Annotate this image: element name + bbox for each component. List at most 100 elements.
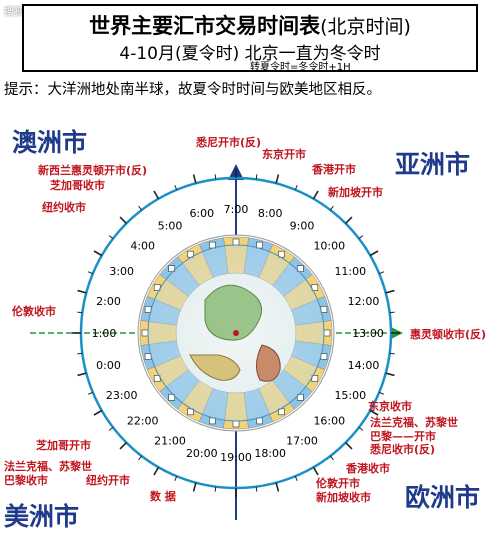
label-europe-open-1: 法兰克福、苏黎世 <box>370 416 458 429</box>
ring-tick <box>369 409 379 416</box>
ring-tick <box>345 216 353 224</box>
hour-label: 18:00 <box>254 447 286 460</box>
tip-text: 提示：大洋洲地处南半球，故夏令时时间与欧美地区相反。 <box>4 82 381 98</box>
outer-ring-ticks <box>72 169 400 497</box>
ring-tick <box>77 372 87 377</box>
label-hk-close: 香港收市 <box>346 462 390 475</box>
hour-label: 23:00 <box>106 389 138 402</box>
clock-icon <box>297 265 304 272</box>
clock-icon <box>168 265 175 272</box>
hour-label: 0:00 <box>96 359 121 372</box>
title-main: 世界主要汇市交易时间表 <box>89 14 321 38</box>
label-wellington-close: 惠灵顿收市(反) <box>410 328 487 341</box>
hour-label: 7:00 <box>224 203 249 216</box>
hour-label: 16:00 <box>313 415 345 428</box>
clock-icon <box>232 420 240 428</box>
ring-tick <box>153 466 160 476</box>
label-sydney-close: 悉尼收市(反) <box>370 443 436 456</box>
ring-tick <box>93 409 103 416</box>
ring-tick <box>108 235 114 240</box>
ring-tick <box>385 289 395 294</box>
continent-shape <box>204 284 263 341</box>
ring-tick <box>192 482 197 492</box>
hour-label: 6:00 <box>189 207 214 220</box>
label-sydney-open: 悉尼开市(反) <box>196 136 262 149</box>
label-europe-open-2: 巴黎——开市 <box>370 430 436 443</box>
ring-tick <box>294 184 298 190</box>
dst-note: 转夏令时=冬令时+1H <box>250 62 351 73</box>
hour-label: 1:00 <box>92 327 117 340</box>
label-data: 数 据 <box>150 490 176 503</box>
ring-tick <box>389 311 395 314</box>
ring-tick <box>87 391 93 395</box>
ring-tick <box>108 426 114 431</box>
hour-label: 8:00 <box>258 207 283 220</box>
label-sg-close: 新加坡收市 <box>316 491 371 504</box>
ring-tick <box>385 372 395 377</box>
hour-label: 10:00 <box>313 239 345 252</box>
ring-tick <box>119 216 127 224</box>
hour-label: 22:00 <box>127 415 159 428</box>
hour-label: 12:00 <box>348 295 380 308</box>
label-london-open: 伦敦开市 <box>316 477 360 490</box>
hour-label: 4:00 <box>130 239 155 252</box>
ring-tick <box>358 235 364 240</box>
label-hk-open: 香港开市 <box>312 163 356 176</box>
label-tokyo-open: 东京开市 <box>262 148 306 161</box>
clock-icon <box>323 329 331 337</box>
label-sg-open: 新加坡开市 <box>328 186 383 199</box>
ring-tick <box>77 352 83 355</box>
subtitle: 4-10月(夏令时) 北京一直为冬令时 <box>119 44 381 64</box>
ring-tick <box>369 250 379 257</box>
ring-tick <box>275 482 280 492</box>
ring-tick <box>77 289 87 294</box>
label-tokyo-close: 东京收市 <box>368 400 412 413</box>
hour-label: 3:00 <box>109 265 134 278</box>
ring-tick <box>312 190 319 200</box>
ring-tick <box>275 174 280 184</box>
clock-icon <box>168 394 175 401</box>
region-europe: 欧洲市 <box>405 483 481 512</box>
hour-label: 14:00 <box>348 359 380 372</box>
region-americas: 美洲市 <box>4 502 80 531</box>
ring-tick <box>214 174 217 180</box>
hour-label: 20:00 <box>186 447 218 460</box>
hour-label: 11:00 <box>334 265 366 278</box>
ring-tick <box>138 455 143 461</box>
ring-tick <box>255 174 258 180</box>
ring-tick <box>329 455 334 461</box>
label-ny-open: 纽约开市 <box>86 474 130 487</box>
hour-label: 5:00 <box>158 220 183 233</box>
continent-shape <box>189 354 241 381</box>
ring-tick <box>77 311 83 314</box>
label-ny-close: 纽约收市 <box>42 201 86 214</box>
center-dot <box>233 330 239 336</box>
ring-tick <box>389 352 395 355</box>
ring-tick <box>345 442 353 450</box>
ring-tick <box>312 466 319 476</box>
label-london-close: 伦敦收市 <box>12 305 56 318</box>
ring-tick <box>294 476 298 482</box>
title-paren: (北京时间) <box>320 16 411 38</box>
clock-icon <box>141 329 149 337</box>
hour-label: 13:00 <box>352 327 384 340</box>
hour-label: 15:00 <box>334 389 366 402</box>
label-chicago-close: 芝加哥收市 <box>50 179 105 192</box>
ring-tick <box>379 271 385 275</box>
ring-tick <box>87 271 93 275</box>
ring-tick <box>192 174 197 184</box>
hour-label: 17:00 <box>286 434 318 447</box>
ring-tick <box>119 442 127 450</box>
title-box: 世界主要汇市交易时间表(北京时间) 4-10月(夏令时) 北京一直为冬令时 转夏… <box>22 4 478 73</box>
region-asia: 亚洲市 <box>395 150 471 179</box>
label-europe-close-2: 巴黎收市 <box>4 474 48 487</box>
label-wellington-open: 新西兰惠灵顿开市(反) <box>38 164 148 177</box>
ring-tick <box>358 426 364 431</box>
ring-tick <box>329 205 334 211</box>
ring-tick <box>174 476 178 482</box>
hour-label: 9:00 <box>290 220 315 233</box>
continent-shape <box>256 344 281 382</box>
hour-label: 21:00 <box>154 434 186 447</box>
label-europe-close-1: 法兰克福、苏黎世 <box>4 460 92 473</box>
